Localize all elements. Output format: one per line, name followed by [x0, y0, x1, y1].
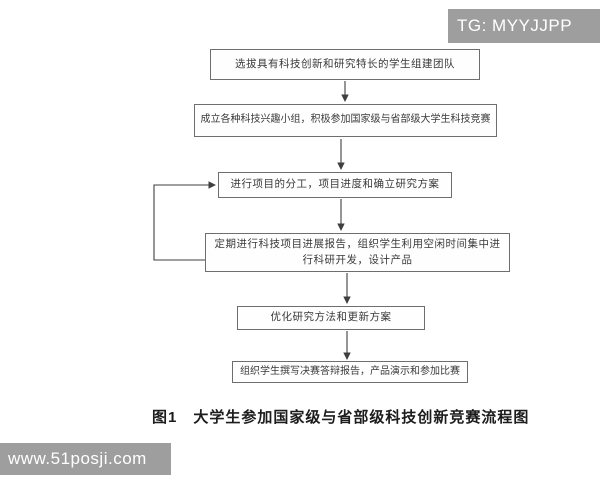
figure-caption: 图1 大学生参加国家级与省部级科技创新竞赛流程图	[152, 409, 530, 426]
flow-step-1: 选拔具有科技创新和研究特长的学生组建团队	[210, 49, 480, 80]
flow-step-6: 组织学生撰写决赛答辩报告，产品演示和参加比赛	[232, 361, 468, 383]
flow-step-4: 定期进行科技项目进展报告，组织学生利用空闲时间集中进行科研开发，设计产品	[205, 233, 510, 272]
flow-step-5: 优化研究方法和更新方案	[237, 306, 425, 330]
watermark-website: www.51posji.com	[0, 443, 171, 475]
watermark-telegram: TG: MYYJJPP	[448, 9, 600, 43]
flow-step-3: 进行项目的分工，项目进度和确立研究方案	[218, 172, 452, 198]
flow-step-2: 成立各种科技兴趣小组，积极参加国家级与省部级大学生科技竞赛	[194, 104, 497, 137]
